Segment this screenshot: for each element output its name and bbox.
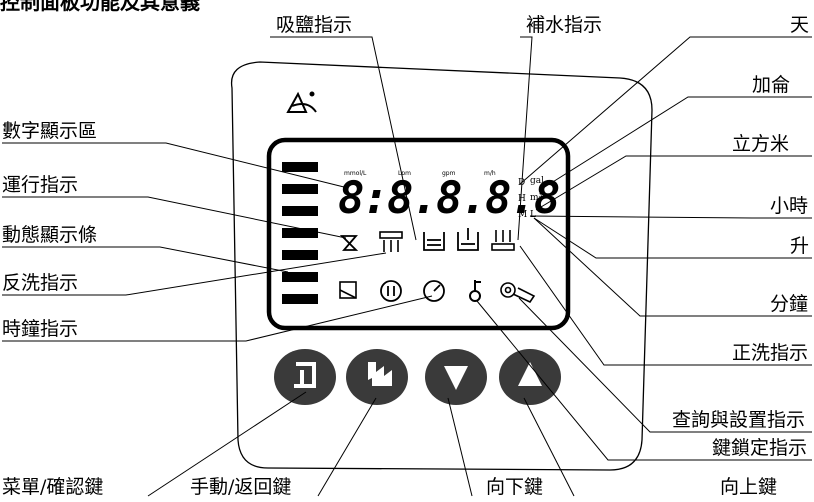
label-running: 運行指示 bbox=[2, 174, 79, 196]
diagram-title: 控制面板功能及其意義 bbox=[0, 0, 200, 14]
label-cubic-meter: 立方米 bbox=[732, 133, 790, 155]
unit-d: D bbox=[518, 178, 526, 188]
label-dynamic-bar: 動態顯示條 bbox=[2, 224, 98, 246]
manual-return-button[interactable] bbox=[346, 349, 408, 405]
leader-lines bbox=[2, 36, 812, 497]
label-liter: 升 bbox=[790, 235, 810, 257]
unit-gpm: gpm bbox=[442, 170, 456, 177]
unit-gal: gal bbox=[530, 176, 545, 186]
soften-icon bbox=[339, 281, 357, 299]
unit-m: M bbox=[518, 210, 528, 220]
dynamic-bars bbox=[282, 162, 318, 304]
unit-l: L bbox=[530, 210, 536, 220]
backwash-icon bbox=[379, 231, 403, 252]
down-button[interactable] bbox=[425, 349, 487, 405]
pause-icon bbox=[380, 280, 402, 302]
label-backwash: 反洗指示 bbox=[2, 272, 79, 294]
digital-display: 8:8.8.8.8 bbox=[338, 173, 560, 224]
label-gallon: 加侖 bbox=[752, 74, 791, 96]
device-casing bbox=[230, 61, 653, 471]
unit-mmol: mmol/L bbox=[344, 170, 367, 177]
label-manual-return: 手動/返回鍵 bbox=[190, 476, 292, 498]
key-icon bbox=[469, 280, 481, 302]
brand-logo bbox=[286, 91, 317, 113]
label-query-setup: 查詢與設置指示 bbox=[672, 409, 806, 431]
setup-icon bbox=[500, 282, 536, 304]
label-refill: 補水指示 bbox=[526, 14, 603, 36]
unit-lpm: Lpm bbox=[398, 170, 411, 177]
unit-m3: m³ bbox=[530, 193, 543, 203]
label-minute: 分鐘 bbox=[770, 293, 809, 315]
menu-confirm-button[interactable] bbox=[274, 349, 336, 405]
rinse-icon bbox=[491, 230, 515, 251]
label-brine-draw: 吸鹽指示 bbox=[276, 14, 353, 36]
label-rinse: 正洗指示 bbox=[732, 342, 809, 364]
label-menu-confirm: 菜單/確認鍵 bbox=[2, 476, 104, 498]
unit-mh: m/h bbox=[484, 170, 496, 177]
clock-icon bbox=[423, 280, 445, 302]
label-down: 向下鍵 bbox=[486, 476, 544, 498]
label-digital-display: 數字顯示區 bbox=[2, 120, 98, 142]
label-day: 天 bbox=[790, 14, 810, 36]
unit-h: H bbox=[518, 194, 526, 204]
label-key-lock: 鍵鎖定指示 bbox=[712, 437, 808, 459]
lcd-frame bbox=[266, 137, 571, 331]
refill-icon bbox=[457, 228, 479, 251]
up-button[interactable] bbox=[499, 349, 561, 405]
label-up: 向上鍵 bbox=[720, 476, 778, 498]
label-clock: 時鐘指示 bbox=[2, 318, 79, 340]
brine-draw-icon bbox=[423, 232, 445, 251]
label-hour: 小時 bbox=[770, 195, 809, 217]
hourglass-icon bbox=[339, 235, 359, 251]
